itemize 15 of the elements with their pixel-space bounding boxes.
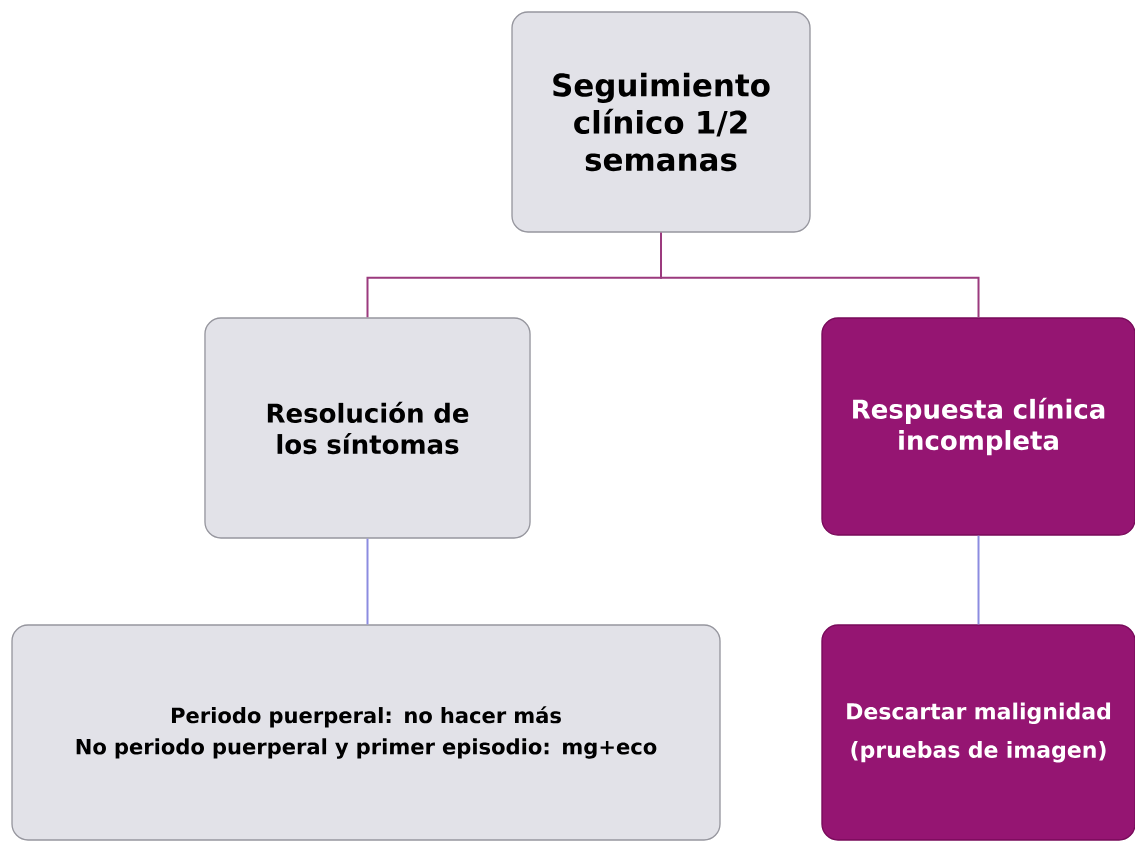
process-box bbox=[821, 624, 1135, 841]
node-text: Respuesta clínica incompleta bbox=[853, 397, 1105, 456]
node-text: (pruebas de imagen) bbox=[851, 741, 1106, 763]
node-text: No periodo puerperal y primer episodio: mg+eco bbox=[76, 738, 657, 759]
node-text: Resolución de los síntomas bbox=[267, 401, 469, 455]
process-box bbox=[204, 317, 531, 539]
process-box bbox=[11, 624, 721, 841]
node-text: Periodo puerperal: no hacer más bbox=[172, 706, 561, 728]
node-text: Descartar malignidad bbox=[847, 702, 1111, 725]
connector-line bbox=[366, 537, 369, 626]
node-text: Seguimiento clínico 1/2 semanas bbox=[553, 72, 770, 172]
process-box bbox=[511, 11, 811, 233]
connector-line bbox=[977, 534, 980, 626]
connector-line bbox=[660, 231, 980, 319]
process-box bbox=[821, 317, 1135, 536]
